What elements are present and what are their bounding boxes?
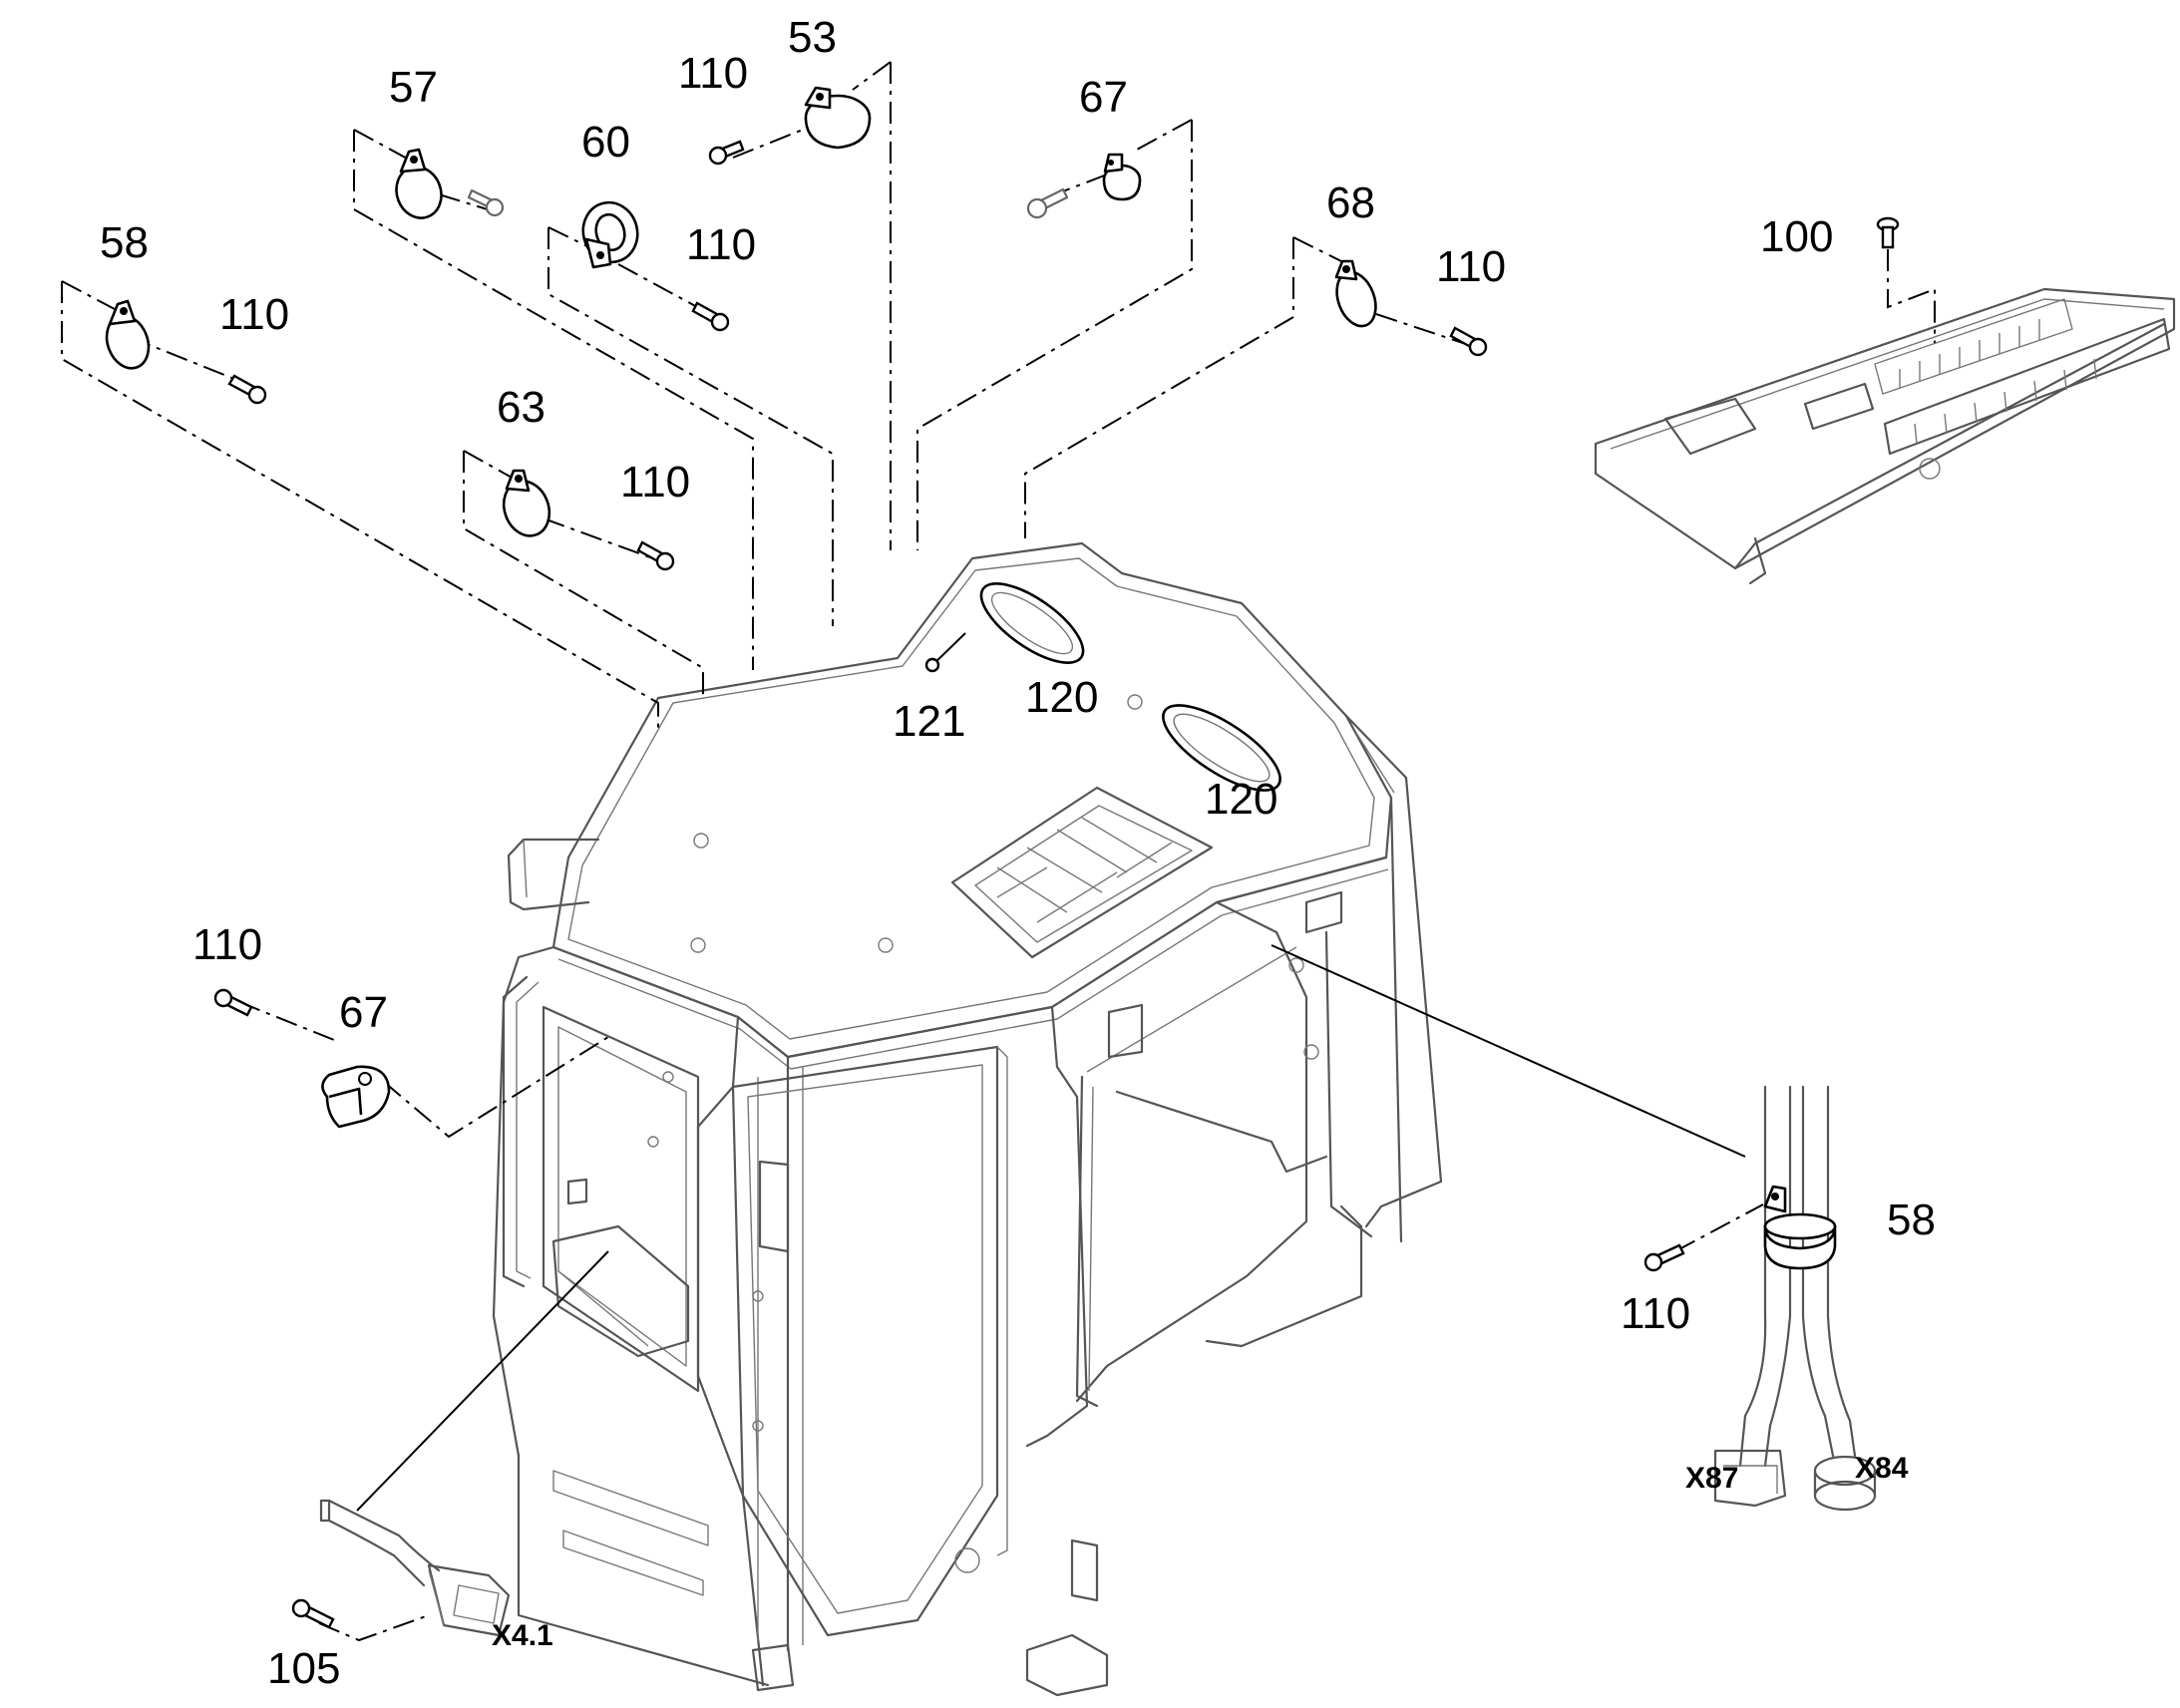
- harness-reference-lines: [356, 944, 1746, 1512]
- callout-58-top: 58: [100, 218, 149, 267]
- callout-67-left: 67: [339, 988, 388, 1037]
- clamp-58: [105, 299, 151, 370]
- bolt-57: [467, 188, 505, 217]
- callout-110-53: 110: [678, 49, 748, 98]
- harness-x4-1: [319, 1499, 511, 1637]
- callout-120-b: 120: [1205, 775, 1277, 824]
- bolt-110-harness: [1643, 1243, 1685, 1272]
- callout-110-63: 110: [620, 458, 690, 507]
- callout-120-a: 120: [1025, 673, 1098, 722]
- callout-68: 68: [1326, 178, 1375, 227]
- cab-frame: [492, 541, 1443, 1697]
- clamp-67-top: [1102, 153, 1142, 201]
- bolt-105: [291, 1598, 335, 1629]
- callout-60: 60: [581, 118, 630, 167]
- clamp-67-left: [321, 1065, 391, 1129]
- screw-121: [924, 632, 966, 673]
- callout-110-68: 110: [1436, 242, 1506, 291]
- clamp-63: [502, 469, 551, 537]
- bolt-110-63: [636, 540, 675, 571]
- callout-110-harness: 110: [1621, 1289, 1690, 1338]
- callout-100: 100: [1760, 212, 1833, 261]
- callout-58-harness: 58: [1887, 1196, 1936, 1244]
- harness-x87-x84: [1713, 1085, 1877, 1512]
- callout-57: 57: [389, 63, 438, 112]
- callout-121: 121: [893, 697, 965, 746]
- bolt-67-top: [1026, 187, 1069, 219]
- clamp-60: [581, 200, 639, 269]
- connector-x87-label: X87: [1685, 1462, 1738, 1495]
- callout-110-58: 110: [219, 290, 289, 339]
- callout-67-top: 67: [1079, 73, 1128, 122]
- callout-110-67: 110: [192, 920, 262, 969]
- screw-100: [1876, 216, 1900, 249]
- bolt-110-58: [227, 374, 267, 405]
- callout-53: 53: [788, 13, 837, 62]
- clamp-68: [1334, 259, 1377, 328]
- clamp-53: [804, 86, 872, 150]
- bolt-110-60: [691, 301, 730, 332]
- callout-110-60: 110: [686, 220, 756, 269]
- callout-63: 63: [497, 383, 545, 432]
- callout-105: 105: [267, 1644, 340, 1693]
- assembly-leader-lines: [61, 61, 1936, 1642]
- bolt-110-67: [213, 988, 253, 1017]
- clamp-57: [395, 148, 443, 219]
- connector-x84-label: X84: [1855, 1452, 1909, 1485]
- bolt-110-53: [708, 140, 745, 166]
- connector-x4-1-label: X4.1: [492, 1619, 553, 1652]
- relay-board-100: [1594, 287, 2176, 585]
- bolt-110-68: [1449, 326, 1488, 357]
- callout-labels: 53 110 57 60 110 67 68 110 58 110 63 110…: [100, 13, 1936, 1693]
- connector-labels: X4.1 X87 X84: [492, 1452, 1909, 1652]
- roof-opening-120-a: [979, 582, 1085, 664]
- roof-opening-120-b: [1162, 704, 1281, 792]
